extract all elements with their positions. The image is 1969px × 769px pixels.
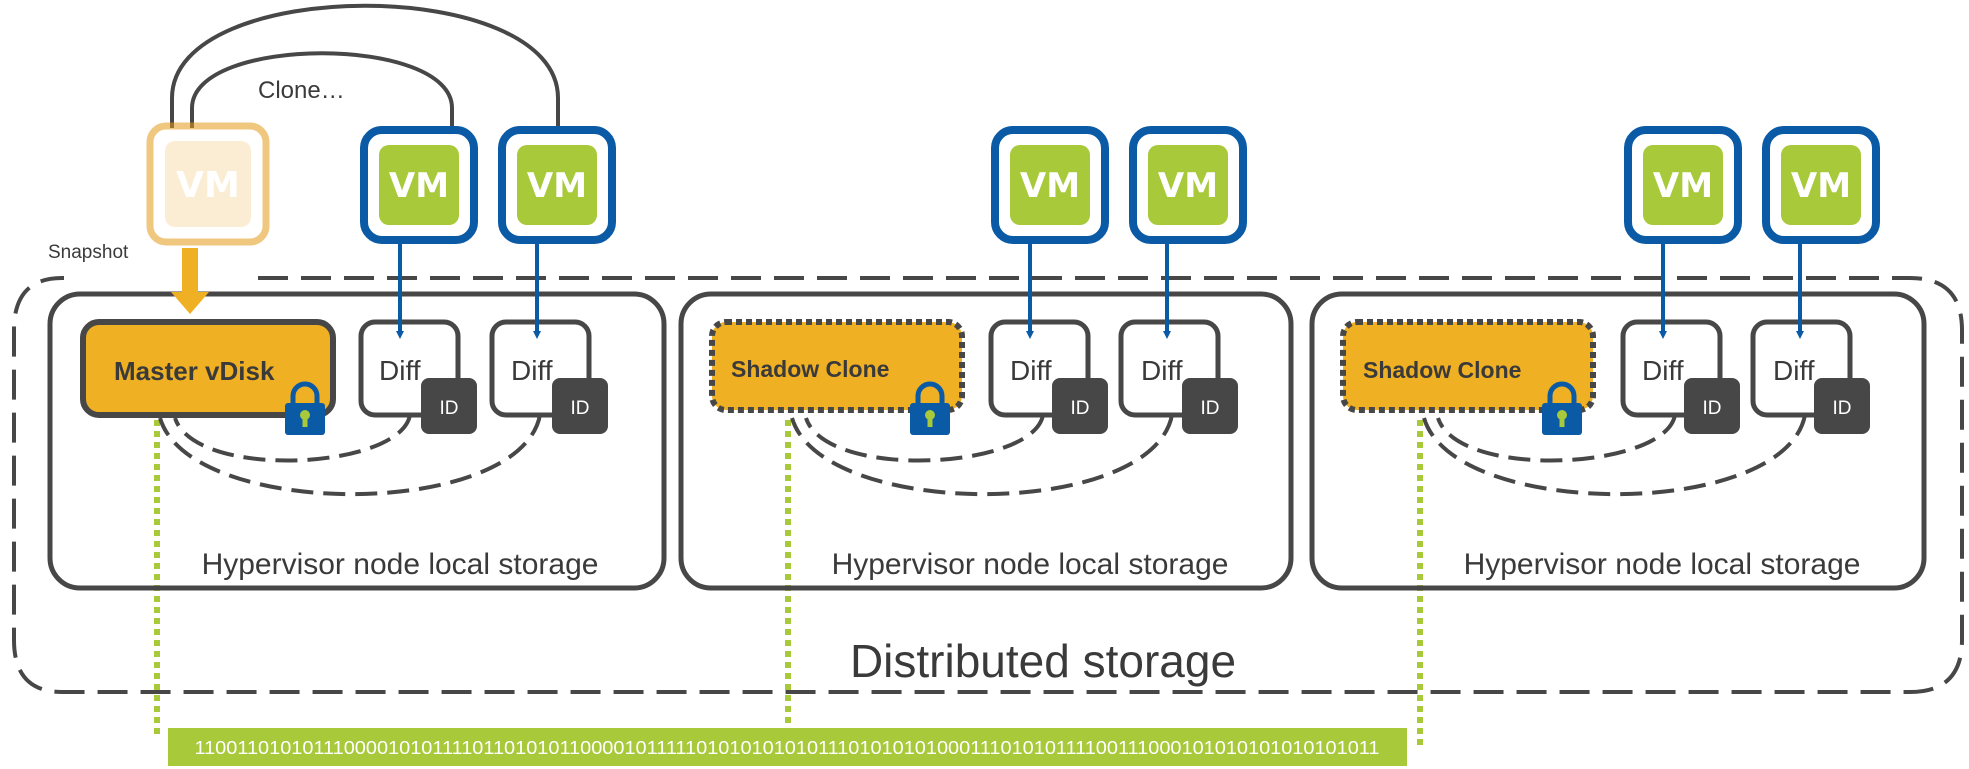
diff-link-1 xyxy=(804,414,1045,463)
clone-arc-outer xyxy=(170,3,560,128)
shadow-clone-label: Shadow Clone xyxy=(1363,357,1521,383)
node-container xyxy=(1309,291,1927,591)
vm-icon: VM xyxy=(1624,126,1742,244)
storage-node-2: Hypervisor node local storage Shadow Clo… xyxy=(678,291,1294,591)
template-vm-icon: VM xyxy=(146,122,270,246)
vm-icon: VM xyxy=(498,126,616,244)
node-storage-label: Hypervisor node local storage xyxy=(1464,548,1861,581)
node-container xyxy=(47,291,667,591)
svg-text:VM: VM xyxy=(527,166,587,206)
diff-link-2 xyxy=(158,414,542,497)
node-storage-label: Hypervisor node local storage xyxy=(202,548,599,581)
id-label: ID xyxy=(1703,398,1722,419)
id-label: ID xyxy=(1833,398,1852,419)
snapshot-label: Snapshot xyxy=(48,242,129,263)
id-badge xyxy=(1182,378,1238,434)
diff-label: Diff xyxy=(1010,355,1052,386)
id-label: ID xyxy=(1201,398,1220,419)
diff-link-1 xyxy=(173,414,412,463)
master-vdisk xyxy=(80,319,336,418)
data-bar xyxy=(168,728,1407,766)
clone-arc-inner xyxy=(190,51,454,128)
svg-text:VM: VM xyxy=(1158,166,1218,206)
node-container xyxy=(678,291,1294,591)
distributed-storage-boundary xyxy=(12,276,1964,694)
svg-text:VM: VM xyxy=(389,166,449,206)
vm-icon: VM xyxy=(1762,126,1880,244)
vm-icon: VM xyxy=(360,126,478,244)
shadow-clone-label: Shadow Clone xyxy=(731,356,889,382)
storage-node-3: Hypervisor node local storage Shadow Clo… xyxy=(1309,291,1927,591)
diff-label: Diff xyxy=(1141,355,1183,386)
snapshot-arrow-icon xyxy=(171,248,209,314)
node-storage-label: Hypervisor node local storage xyxy=(832,548,1229,581)
diff-label: Diff xyxy=(511,355,553,386)
diff-link-2 xyxy=(1422,414,1807,497)
shadow-clone xyxy=(1340,319,1596,413)
svg-text:VM: VM xyxy=(1791,166,1851,206)
id-badge xyxy=(552,378,608,434)
id-badge xyxy=(1052,378,1108,434)
shadow-clone xyxy=(709,319,965,413)
id-label: ID xyxy=(571,398,590,419)
id-badge xyxy=(1684,378,1740,434)
svg-text:VM: VM xyxy=(1653,166,1713,206)
diff-link-2 xyxy=(790,414,1174,497)
binary-data: 1100110101011100001010111101101010110000… xyxy=(195,738,1380,758)
vm-icon: VM xyxy=(1129,126,1247,244)
distributed-storage-label: Distributed storage xyxy=(850,635,1236,687)
vm-icon: VM xyxy=(991,126,1109,244)
id-badge xyxy=(1814,378,1870,434)
svg-text:VM: VM xyxy=(1020,166,1080,206)
diff-label: Diff xyxy=(1773,355,1815,386)
diff-link-1 xyxy=(1436,414,1677,463)
id-label: ID xyxy=(1071,398,1090,419)
diff-label: Diff xyxy=(379,355,421,386)
id-badge xyxy=(421,378,477,434)
master-vdisk-label: Master vDisk xyxy=(114,356,275,386)
storage-node-1: Hypervisor node local storage Master vDi… xyxy=(47,248,667,591)
svg-text:VM: VM xyxy=(176,165,240,206)
diff-label: Diff xyxy=(1642,355,1684,386)
clone-label: Clone… xyxy=(258,77,345,104)
id-label: ID xyxy=(440,398,459,419)
